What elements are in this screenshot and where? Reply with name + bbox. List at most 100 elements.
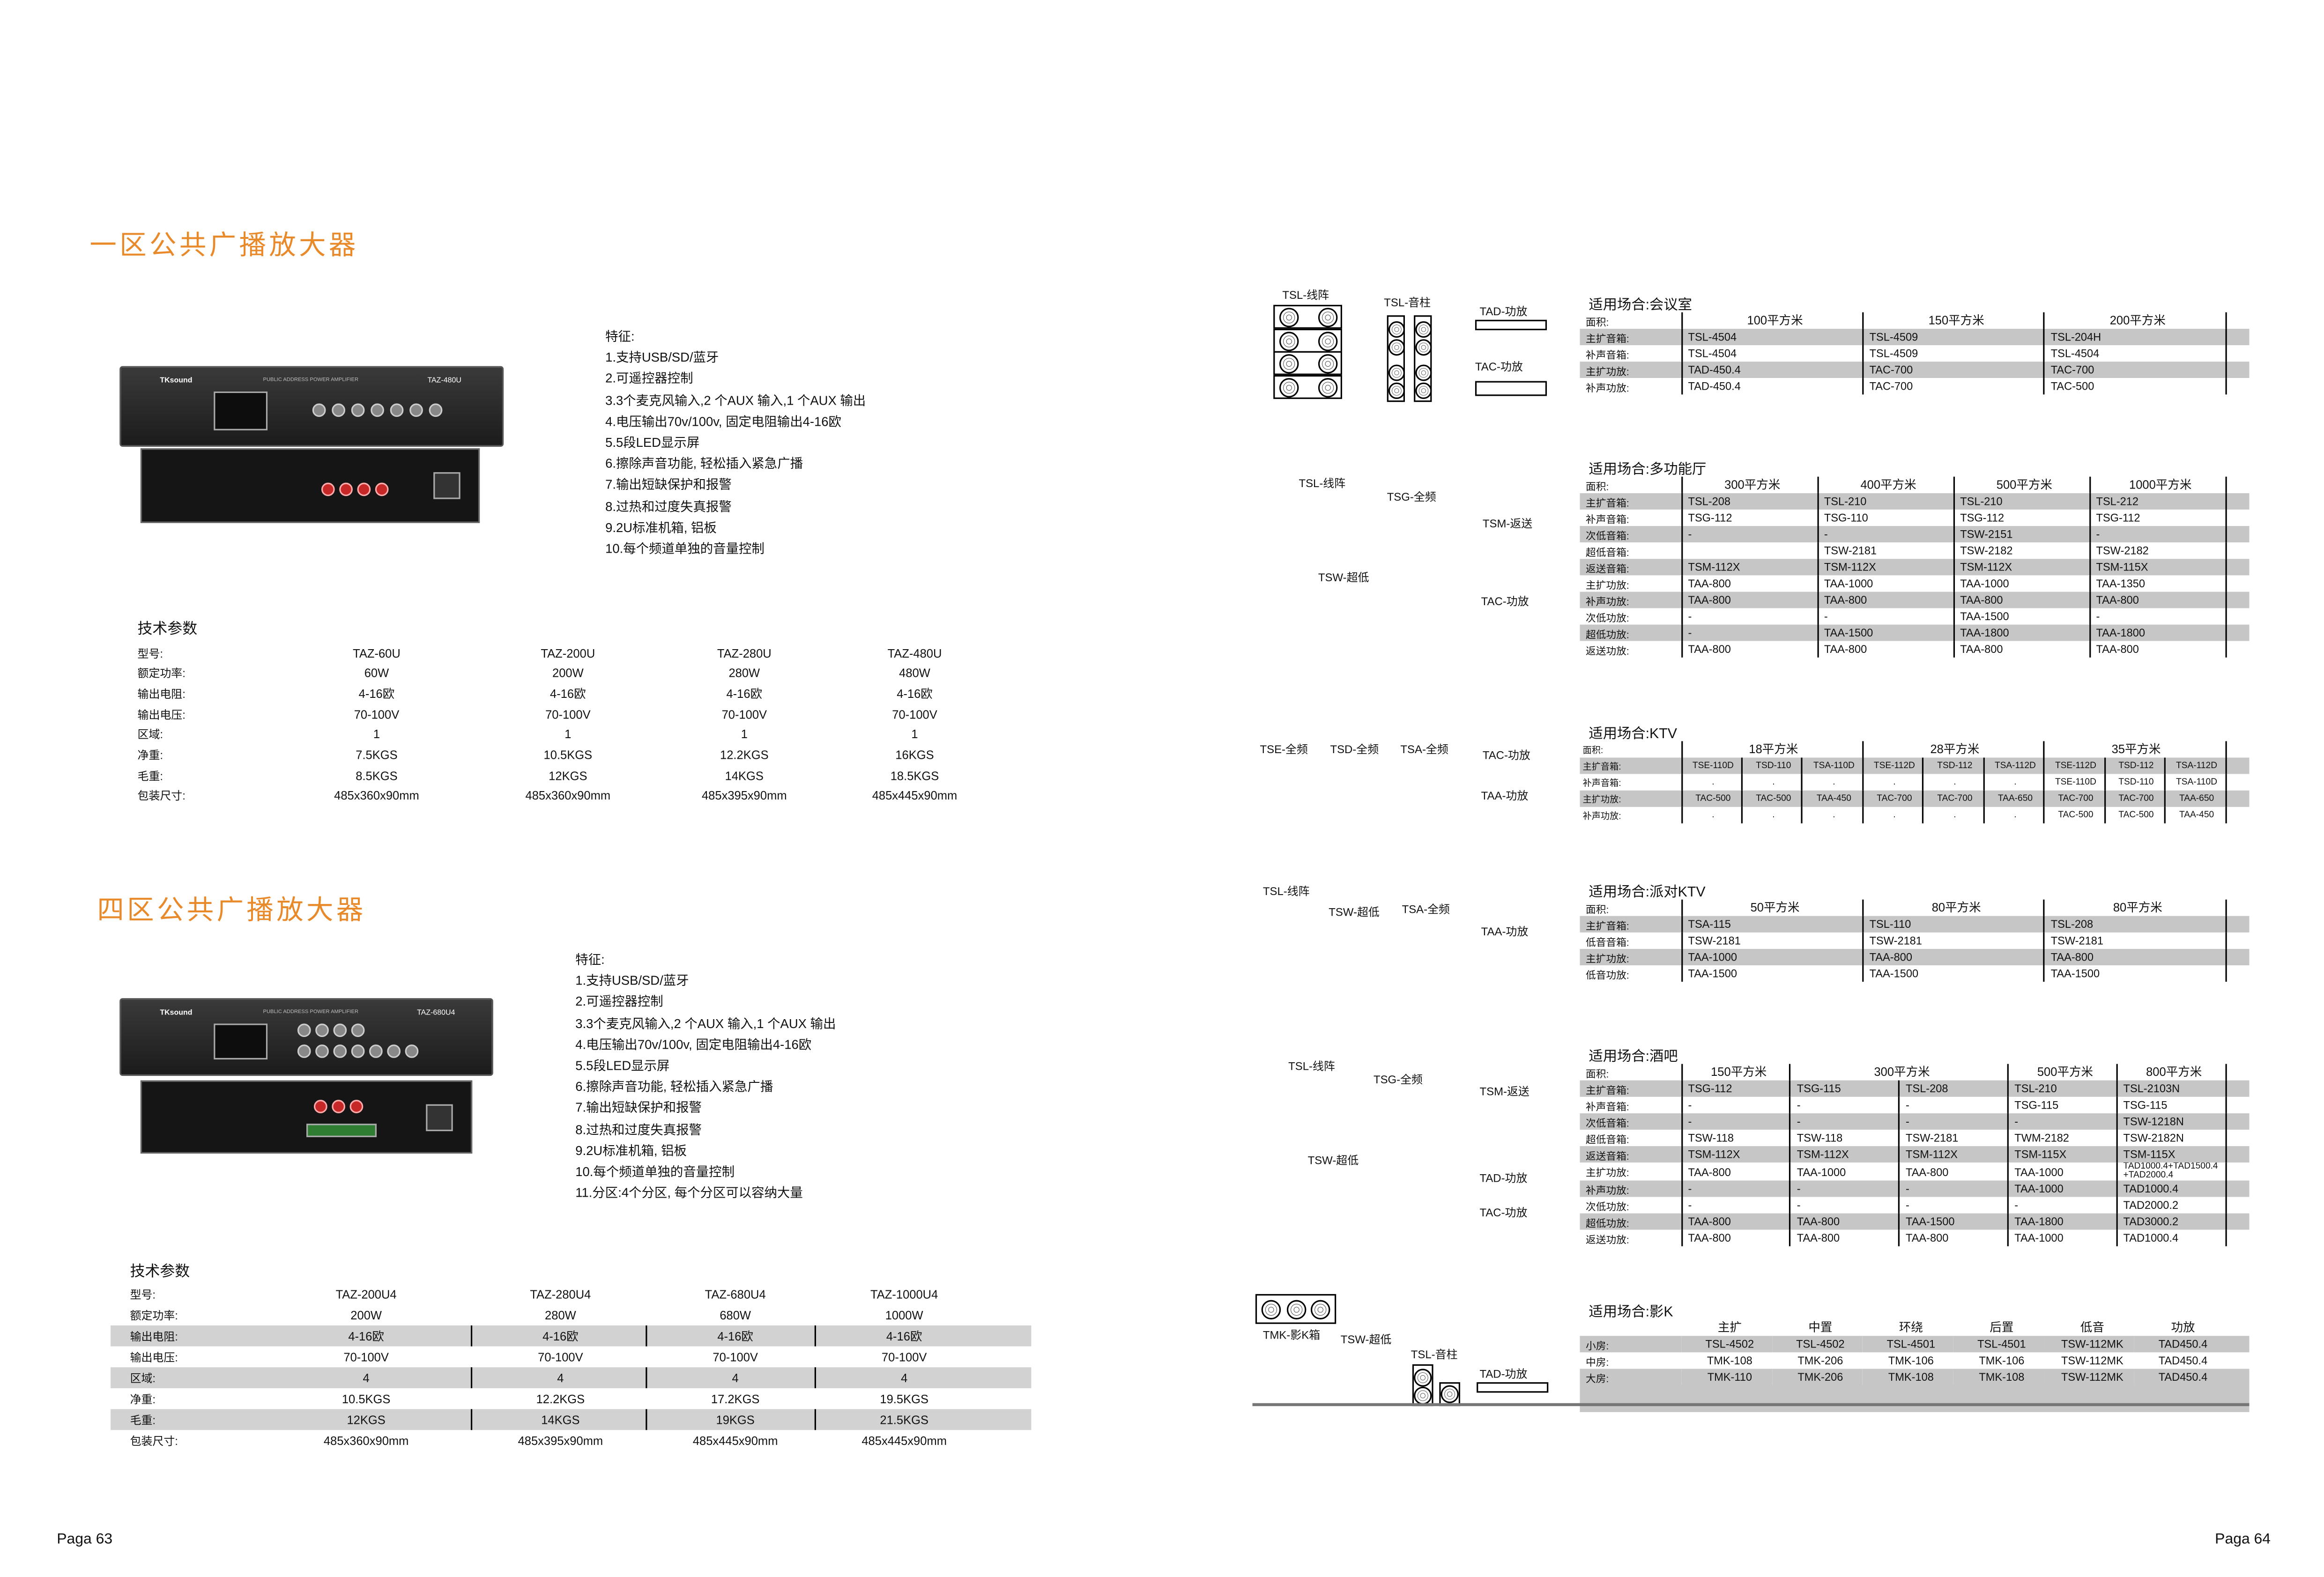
- scene-title: 适用场合:派对KTV: [1589, 884, 1706, 901]
- spec-value: 4-16欧: [358, 687, 395, 701]
- spec-value: 1: [564, 728, 572, 742]
- table-cell: TAA-800: [2043, 948, 2226, 965]
- column-header: 中置: [1808, 1321, 1833, 1335]
- table-cell: TMK-110: [1681, 1369, 1772, 1385]
- brand-logo: TKsound: [160, 1008, 193, 1018]
- column-header: 主扩: [1717, 1321, 1742, 1335]
- table-cell: TSL-204H: [2043, 328, 2226, 345]
- table-edge: [2224, 1213, 2250, 1230]
- scene-title: 适用场合:多功能厅: [1589, 461, 1707, 478]
- table-cell: TAA-800: [1789, 1213, 1899, 1230]
- table-cell: TSA-112D: [2164, 757, 2226, 774]
- table-cell: TSM-112X: [1953, 559, 2090, 576]
- table-edge: [2224, 741, 2250, 758]
- table-cell: TSW-2181: [1862, 932, 2044, 949]
- diagram-label: TSL-线阵: [1299, 476, 1346, 490]
- column-divider: [814, 1325, 816, 1347]
- table-cell: TAD450.4: [2134, 1336, 2226, 1353]
- spec-value: 680W: [720, 1308, 751, 1322]
- spec-value: 1: [911, 728, 918, 742]
- feature-item: 8.过热和过度失真报警: [605, 498, 732, 514]
- spec-value: 485x360x90mm: [525, 789, 611, 803]
- table-cell: TSE-112D: [2043, 757, 2105, 774]
- line-array-speaker-icon: [1273, 328, 1342, 352]
- table-edge: [2224, 1113, 2250, 1130]
- header-label: 面积:: [1586, 481, 1609, 493]
- feature-item: 9.2U标准机箱, 铝板: [605, 519, 717, 535]
- table-cell: TSL-210: [2007, 1080, 2117, 1097]
- spec-value: 280W: [728, 666, 760, 681]
- spec-value: 18.5KGS: [890, 769, 939, 783]
- spec-label: 包装尺寸:: [137, 789, 186, 803]
- diagram-label: TAA-功放: [1481, 925, 1529, 939]
- column-speaker-icon: [1387, 315, 1405, 402]
- spec-value: 4-16欧: [886, 1329, 922, 1343]
- table-edge: [2225, 1336, 2250, 1353]
- diagram-label: TAA-功放: [1481, 789, 1529, 803]
- feature-item: 3.3个麦克风输入,2 个AUX 输入,1 个AUX 输出: [605, 392, 866, 407]
- table-edge: [2224, 509, 2250, 526]
- feature-item: 6.擦除声音功能, 轻松插入紧急广播: [575, 1079, 773, 1095]
- table-edge: [2225, 1369, 2250, 1385]
- row-label: 小房:: [1580, 1336, 1682, 1353]
- table-cell: TAA-800: [1816, 592, 1953, 608]
- table-cell: [1680, 542, 1818, 559]
- spec-value: 4-16欧: [717, 1329, 753, 1343]
- table-edge: [2224, 948, 2250, 965]
- table-cell: -: [1816, 608, 1953, 625]
- table-cell: TAC-700: [2103, 790, 2165, 807]
- column-header: 800平方米: [2116, 1064, 2226, 1081]
- spec-label: 额定功率:: [130, 1308, 178, 1322]
- table-cell: -: [1680, 624, 1818, 641]
- table-cell: TSM-112X: [1898, 1146, 2008, 1163]
- table-edge: [2224, 476, 2250, 493]
- table-cell: TSW-2182: [1953, 542, 2090, 559]
- table-cell: TSL-4502: [1681, 1336, 1772, 1353]
- spec-value: 4-16欧: [542, 1329, 579, 1343]
- diagram-label: TSL-线阵: [1288, 1059, 1335, 1073]
- spec-value: 4-16欧: [348, 1329, 384, 1343]
- table-cell: TAA-1000: [1816, 575, 1953, 592]
- spec-label: 净重:: [137, 748, 163, 763]
- row-label: 主扩功放:: [1586, 580, 1629, 591]
- column-header: 150平方米: [1862, 312, 2044, 329]
- row-label: 补声音箱:: [1582, 780, 1621, 789]
- table-cell: -: [1816, 526, 1953, 543]
- table-cell: TSW-118: [1789, 1129, 1899, 1147]
- diagram-label: TSL-音柱: [1384, 296, 1431, 310]
- speaker-cone-icon: [1318, 377, 1338, 397]
- table-edge: [2224, 526, 2250, 543]
- column-divider: [646, 1367, 647, 1388]
- spec-label: 输出电压:: [130, 1350, 178, 1364]
- speaker-cone-icon: [1286, 1300, 1307, 1320]
- table-cell: .: [1922, 807, 1984, 823]
- table-cell: -: [1898, 1096, 2008, 1113]
- spec-value: 14KGS: [725, 769, 764, 783]
- spec-value: 14KGS: [541, 1413, 580, 1427]
- diagram-label: TAC-功放: [1481, 594, 1529, 608]
- table-cell: TAD1000.4+TAD1500.4 +TAD2000.4: [2116, 1162, 2226, 1181]
- diagram-label: TSW-超低: [1329, 905, 1380, 919]
- row-label: 次低功放:: [1586, 1202, 1629, 1213]
- feature-item: 1.支持USB/SD/蓝牙: [605, 350, 719, 365]
- table-cell: -: [2088, 526, 2226, 543]
- table-edge: [2226, 1352, 2250, 1369]
- table-cell: TAA-1000: [2007, 1162, 2117, 1181]
- column-divider: [814, 1409, 816, 1430]
